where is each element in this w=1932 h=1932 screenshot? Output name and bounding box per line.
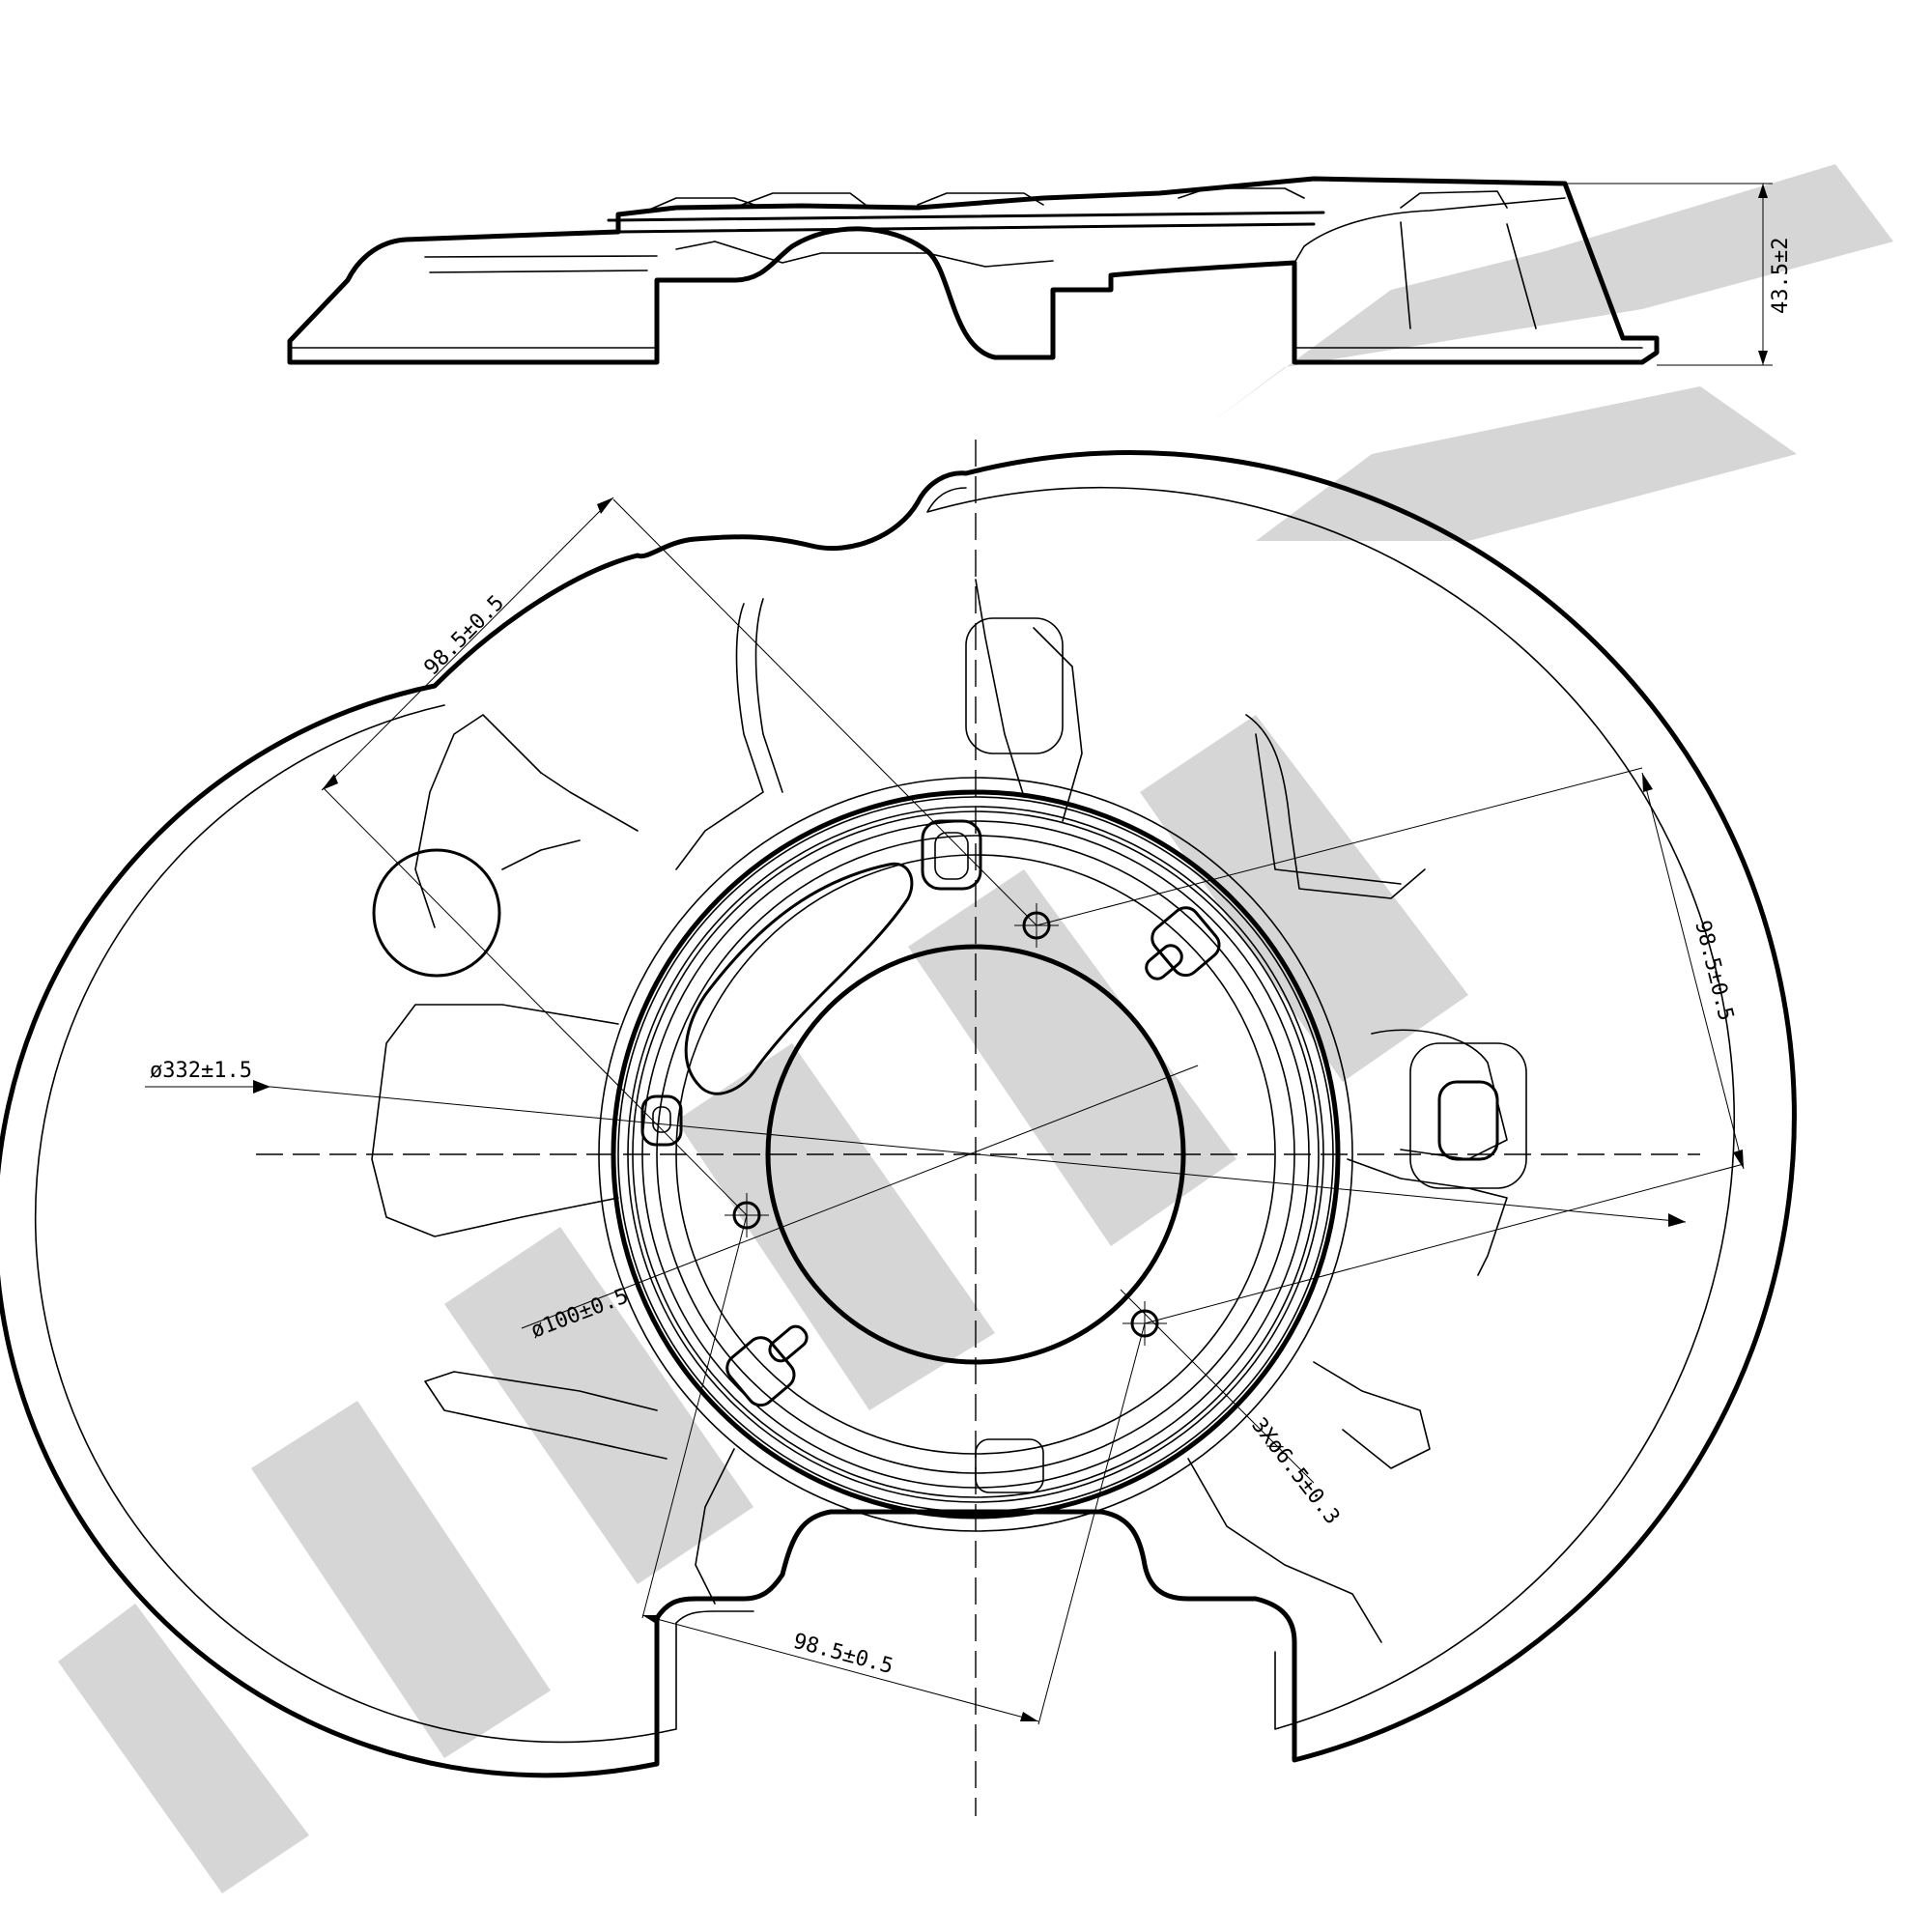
rib-5: [1313, 1361, 1431, 1469]
height-arrow-bottom: [1758, 351, 1768, 365]
side-view-inner-1: [424, 241, 1054, 273]
holes-leader: [1120, 1289, 1315, 1484]
rib-9: [371, 1004, 619, 1237]
spacing-tl-ext-1: [612, 498, 1037, 926]
rib-10: [414, 714, 542, 928]
height-arrow-top: [1758, 184, 1768, 198]
plate-outline: [0, 450, 1797, 1778]
spacing-tl-ext-2: [323, 787, 748, 1216]
rib-10b: [501, 772, 639, 870]
spacing-r-dim-line: [1641, 772, 1745, 1170]
tab-upper: [965, 617, 1064, 754]
clip-tabs: [640, 617, 1527, 1493]
tab-left-inner: [652, 1106, 671, 1133]
tab-far-right-frame: [1409, 1042, 1527, 1189]
tab-left: [640, 1094, 683, 1147]
spacing-b-arrow-2: [1020, 1712, 1038, 1721]
tab-lower: [975, 1438, 1044, 1493]
dia-332-label: ø332±1.5: [150, 1059, 252, 1083]
dia-332-arrow-2: [1668, 1213, 1686, 1227]
watermark-stroke-mid: [1256, 386, 1797, 541]
watermark-chevron-6: [1140, 715, 1468, 1082]
tab-bottom: [725, 1336, 796, 1407]
rib-4b: [1347, 1158, 1508, 1276]
watermark-chevron-2: [251, 1401, 551, 1758]
side-view: 43.5±2: [287, 176, 1793, 366]
dia-332-dim-line: [270, 1086, 1687, 1223]
spacing-r-arrow-2: [1733, 1150, 1744, 1169]
spacing-r-ext-1: [1036, 767, 1643, 926]
tab-right: [1151, 906, 1221, 978]
watermark-chevron-3: [444, 1227, 753, 1584]
spacing-r-ext-2: [1144, 1163, 1745, 1324]
spacing-tl-arrow-2: [322, 774, 338, 790]
spacing-tl-dim-line: [321, 497, 614, 791]
rib-8: [424, 1371, 668, 1460]
rib-1: [675, 603, 764, 870]
watermark: [58, 164, 1893, 1893]
plate-outline-inner: [34, 487, 1736, 1744]
spacing-tl-label: 98.5±0.5: [420, 591, 510, 681]
spacing-right-label: 98.5±0.5: [1690, 918, 1738, 1023]
watermark-chevron-5: [908, 869, 1236, 1246]
rib-7: [695, 1448, 735, 1605]
spacing-bottom-label: 98.5±0.5: [790, 1630, 895, 1680]
rib-6: [1187, 1458, 1382, 1643]
watermark-chevron-1: [58, 1604, 309, 1893]
spacing-r-arrow-1: [1642, 773, 1653, 792]
spacing-b-dim-line: [641, 1614, 1039, 1722]
holes-label: 3Xø6.5±0.3: [1246, 1413, 1344, 1529]
rib-3: [1245, 714, 1426, 899]
radial-ribs: [371, 579, 1508, 1643]
height-dimension-label: 43.5±2: [1769, 238, 1793, 314]
side-view-top-rim: [607, 211, 1325, 234]
front-view: ø332±1.5 ø100±0.5 98.5±0.5 98.5±0.5 98.5…: [0, 440, 1797, 1816]
tab-top: [921, 819, 982, 891]
spacing-b-ext-2: [1037, 1322, 1146, 1725]
rib-2b: [1033, 627, 1083, 822]
spacing-b-arrow-1: [642, 1615, 661, 1625]
watermark-stroke-top: [1208, 164, 1893, 425]
kidney-slot: [684, 862, 914, 1095]
tab-far-right: [1437, 1080, 1499, 1161]
side-view-ribs: [646, 187, 1537, 329]
vent-hole: [372, 848, 501, 978]
rib-2: [975, 579, 1025, 798]
rib-3b: [1255, 733, 1402, 885]
dia-100-dim-line: [521, 1065, 1199, 1329]
dia-332-arrow: [253, 1080, 270, 1094]
spacing-tl-arrow-1: [597, 497, 613, 514]
watermark-chevron-4: [676, 1043, 995, 1410]
side-view-inner-2: [656, 197, 1566, 363]
rib-1b: [754, 598, 783, 793]
slot-right: [1145, 944, 1183, 980]
spacing-b-ext-1: [641, 1214, 748, 1619]
rib-4: [1371, 1029, 1508, 1160]
slot-bottom: [768, 1324, 809, 1363]
